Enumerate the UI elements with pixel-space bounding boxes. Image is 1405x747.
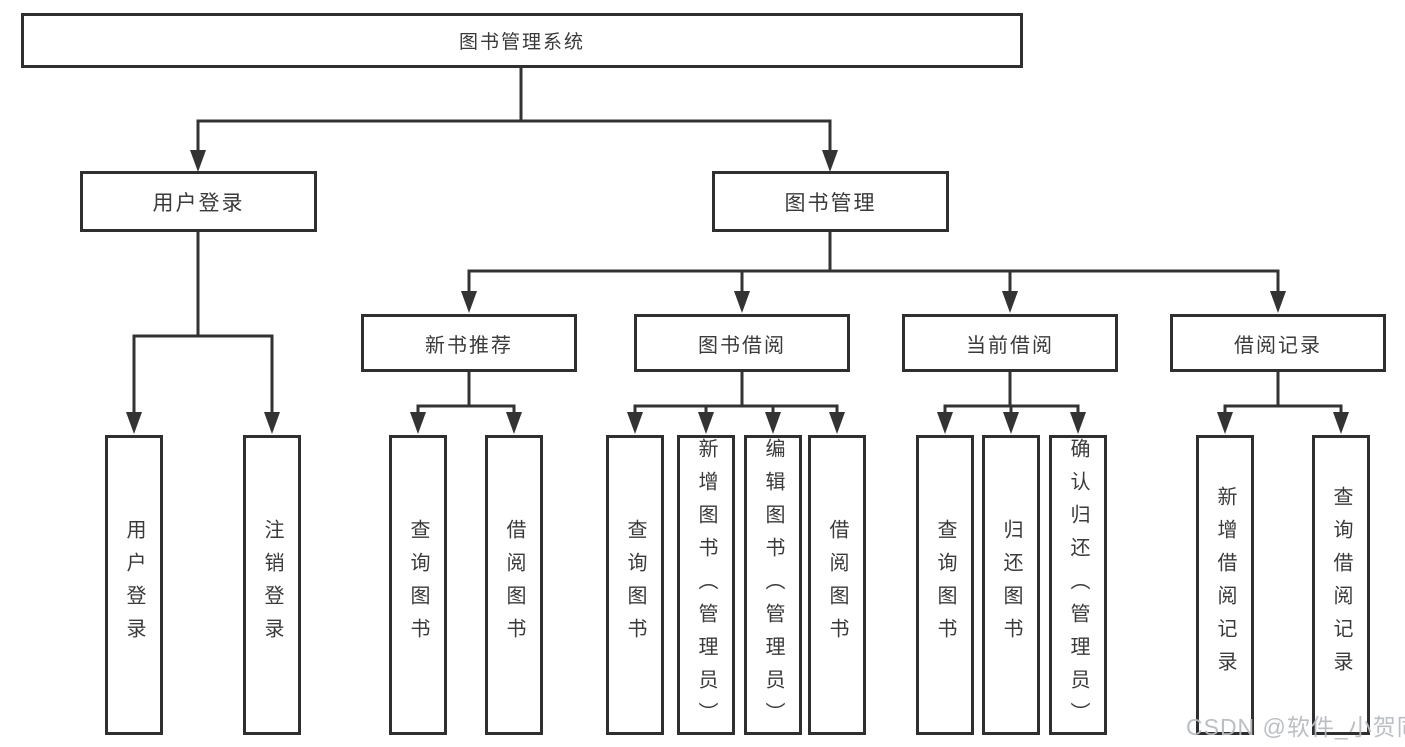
node-add-books-admin: 新增图书（管理员） (677, 435, 735, 735)
node-query-books-current: 查询图书 (916, 435, 974, 735)
node-borrow-books-recommend: 借阅图书 (485, 435, 543, 735)
node-current-borrowing: 当前借阅 (902, 314, 1118, 372)
node-user-login: 用户登录 (80, 171, 317, 232)
node-borrow-books-leaf: 借阅图书 (808, 435, 866, 735)
node-query-books-borrow: 查询图书 (606, 435, 664, 735)
node-confirm-return-admin: 确认归还（管理员） (1049, 435, 1107, 735)
node-logout: 注销登录 (243, 435, 301, 735)
node-return-books: 归还图书 (982, 435, 1040, 735)
node-new-book-recommendation: 新书推荐 (361, 314, 577, 372)
node-query-books-recommend: 查询图书 (389, 435, 447, 735)
node-borrowing-records: 借阅记录 (1170, 314, 1386, 372)
node-library-management-system: 图书管理系统 (21, 13, 1023, 68)
node-query-borrow-record: 查询借阅记录 (1312, 435, 1370, 735)
node-book-management: 图书管理 (712, 171, 949, 232)
node-user-login-leaf: 用户登录 (105, 435, 163, 735)
node-book-borrowing: 图书借阅 (634, 314, 850, 372)
node-add-borrow-record: 新增借阅记录 (1196, 435, 1254, 735)
node-edit-books-admin: 编辑图书（管理员） (744, 435, 802, 735)
